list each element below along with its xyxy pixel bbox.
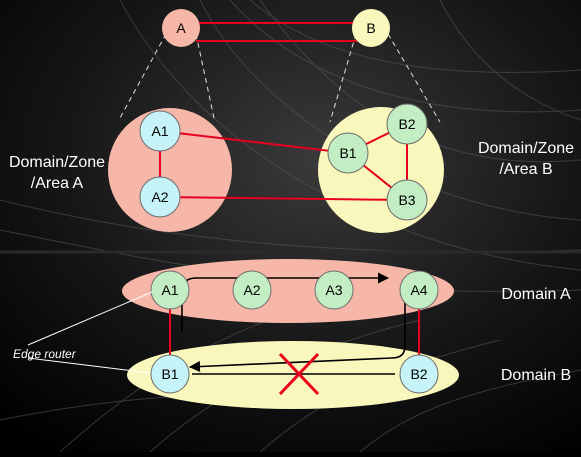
bottom-node-a4-label: A4	[410, 282, 427, 298]
bottom-node-b1-label: B1	[161, 366, 178, 382]
bottom-node-a1-label: A1	[161, 282, 178, 298]
bottom-node-a3-label: A3	[325, 282, 342, 298]
bottom-node-b2[interactable]: B2	[399, 354, 439, 394]
bottom-node-b1[interactable]: B1	[150, 354, 190, 394]
path-arrow-a4-to-b1	[188, 300, 406, 373]
top-node-b3[interactable]: B3	[386, 179, 428, 221]
top-node-b2-label: B2	[398, 116, 415, 132]
top-node-a2[interactable]: A2	[139, 176, 181, 218]
bottom-node-a2-label: A2	[243, 282, 260, 298]
domain-a-label-line2: /Area A	[31, 175, 84, 192]
edge-router-callout-lines	[27, 291, 153, 374]
bottom-node-a1[interactable]: A1	[150, 270, 190, 310]
domain-b-label-line1: Domain/Zone	[478, 140, 574, 157]
bottom-node-a4[interactable]: A4	[399, 270, 439, 310]
bottom-node-a2[interactable]: A2	[232, 270, 272, 310]
bottom-domain-a-label: Domain A	[501, 286, 571, 303]
failed-link-x-icon	[278, 352, 320, 396]
super-node-a[interactable]: A	[162, 9, 200, 47]
top-node-b3-label: B3	[398, 192, 415, 208]
top-node-b1-label: B1	[339, 145, 356, 161]
bottom-node-b2-label: B2	[410, 366, 427, 382]
super-node-b[interactable]: B	[352, 9, 390, 47]
bottom-domain-b-label: Domain B	[501, 367, 571, 384]
top-node-a1[interactable]: A1	[139, 110, 181, 152]
domain-a-circle	[108, 108, 232, 232]
super-node-links	[196, 22, 357, 42]
edge-router-label: Edge router	[13, 347, 77, 361]
projection-lines	[119, 33, 441, 123]
top-node-a2-label: A2	[151, 189, 168, 205]
top-node-b1[interactable]: B1	[327, 132, 369, 174]
domain-b-label-line2: /Area B	[499, 161, 552, 178]
top-node-a1-label: A1	[151, 123, 168, 139]
super-node-a-label: A	[176, 20, 186, 36]
super-node-b-label: B	[366, 20, 375, 36]
domain-a-label-line1: Domain/Zone	[9, 154, 105, 171]
bottom-node-a3[interactable]: A3	[314, 270, 354, 310]
bottom-domain-a-ellipse	[122, 259, 454, 323]
top-node-b2[interactable]: B2	[386, 103, 428, 145]
